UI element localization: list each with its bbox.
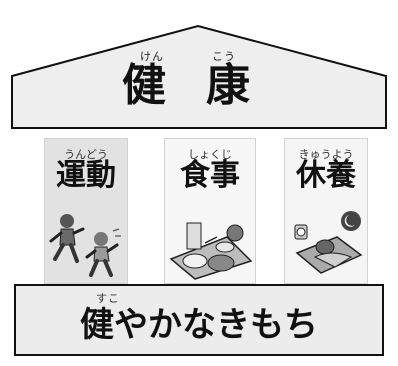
roof-shape	[11, 24, 387, 129]
roof-title-kou: 康	[206, 60, 250, 111]
pillar-rest: きゅうよう 休養	[284, 138, 368, 284]
pillar-rest-ruby: きゅうよう	[298, 148, 354, 161]
pillar-meal-label: 食事	[180, 158, 240, 193]
sleeping-child-icon	[294, 211, 363, 274]
roof-title-ken: 健	[122, 60, 166, 111]
pillar-meal-ruby: しょくじ	[188, 148, 232, 161]
pillar-exercise: うんどう 運動	[44, 138, 128, 284]
meal-tray-icon	[169, 222, 253, 280]
pillar-exercise-label: 運動	[56, 158, 116, 193]
base-ruby: すこ	[96, 292, 120, 305]
base-text: 健やかなきもち	[80, 305, 318, 345]
pillar-meal: しょくじ 食事	[164, 138, 256, 284]
pillar-rest-label: 休養	[296, 158, 356, 193]
roof-ruby-ken: けん	[140, 50, 164, 63]
running-children-icon	[49, 214, 121, 277]
base-banner: すこ 健やかなきもち	[14, 284, 384, 356]
roof-ruby-kou: こう	[212, 50, 236, 63]
pillar-exercise-ruby: うんどう	[64, 148, 108, 161]
